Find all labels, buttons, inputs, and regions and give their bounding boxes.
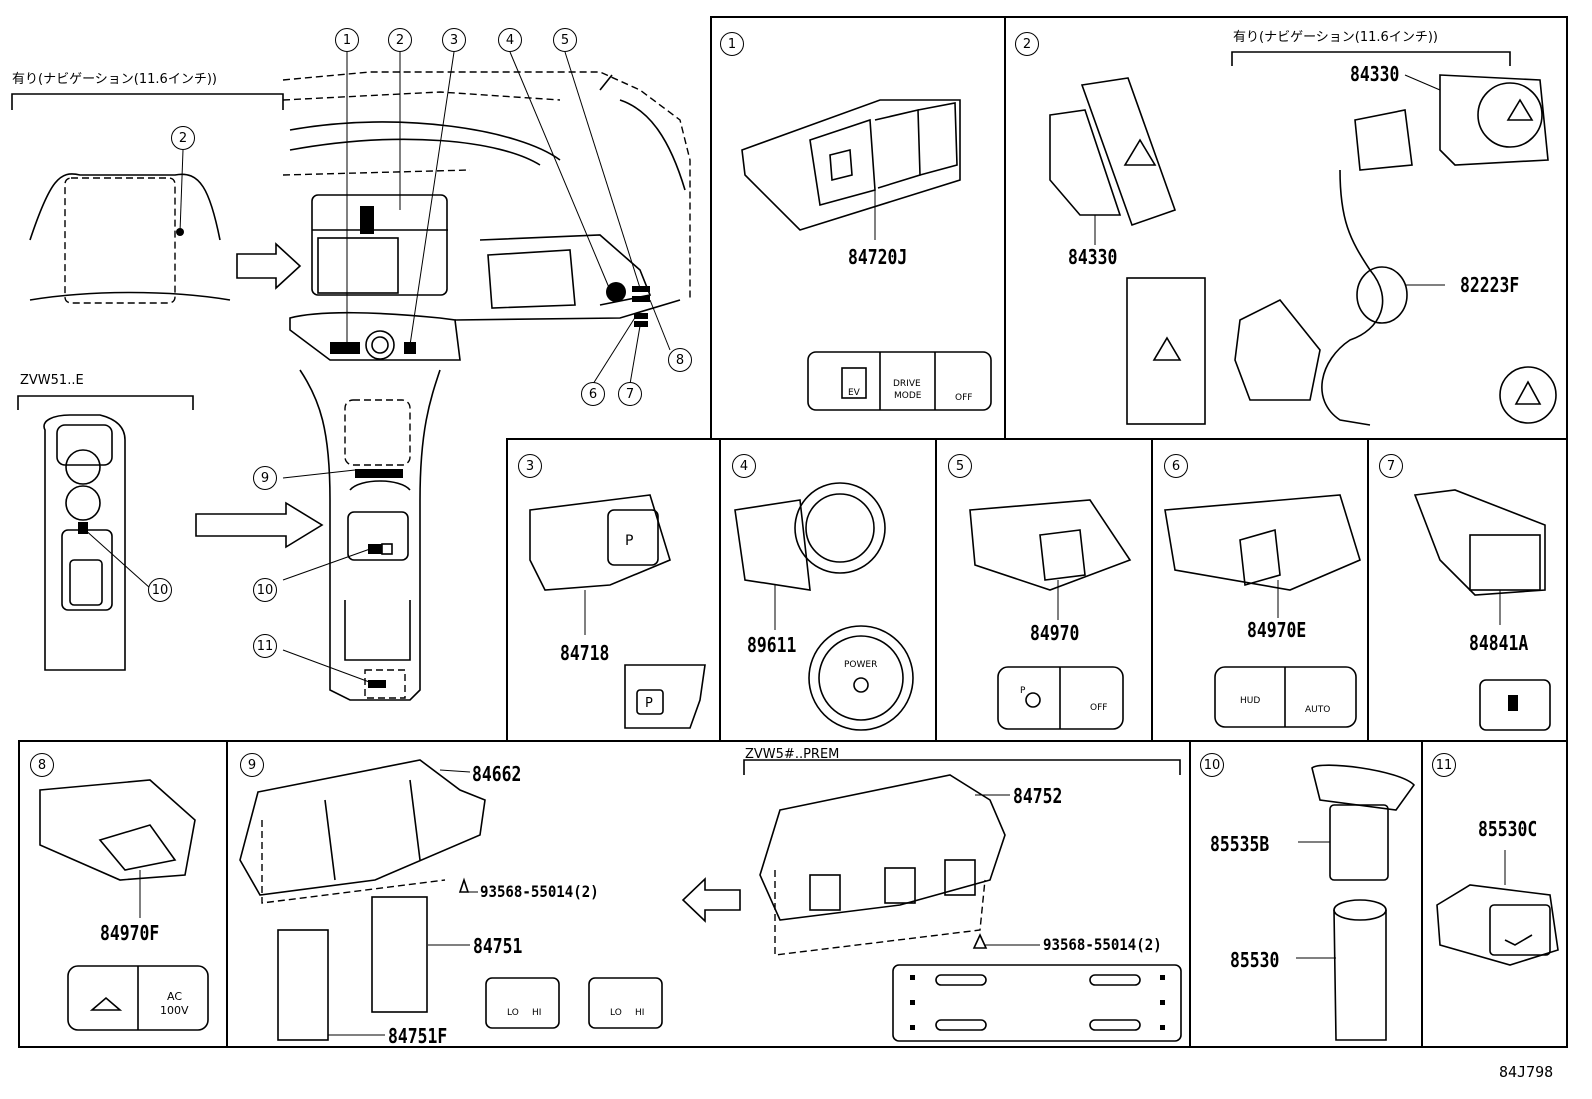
part-84841A: 84841A (1469, 631, 1529, 655)
nav-note-right: 有り(ナビゲーション(11.6インチ)) (1233, 30, 1438, 45)
panel-7-number: 7 (1379, 454, 1403, 478)
callout-2-nav: 2 (171, 126, 195, 150)
svg-text:DRIVE: DRIVE (893, 379, 921, 389)
part-84970: 84970 (1030, 621, 1080, 645)
panel-5-number: 5 (948, 454, 972, 478)
part-84752: 84752 (1013, 784, 1063, 808)
callout-2: 2 (388, 28, 412, 52)
diagram-id: 84J798 (1499, 1063, 1554, 1081)
zvw51-note: ZVW51..E (20, 373, 84, 388)
panel-11 (1421, 740, 1568, 1048)
svg-text:AC: AC (167, 990, 182, 1003)
svg-text:P: P (1020, 686, 1026, 696)
p1-ev-label: EV (848, 388, 861, 398)
svg-text:AUTO: AUTO (1305, 705, 1330, 715)
part-84970F: 84970F (100, 921, 160, 945)
panel-10-number: 10 (1200, 753, 1224, 777)
part-93568-b: 93568-55014(2) (1043, 935, 1162, 954)
callout-11: 11 (253, 634, 277, 658)
part-85535B: 85535B (1210, 832, 1270, 856)
svg-text:OFF: OFF (955, 393, 972, 403)
zvw5-prem-note: ZVW5#..PREM (745, 747, 840, 762)
part-84330-a: 84330 (1350, 62, 1400, 86)
part-84662: 84662 (472, 762, 522, 786)
callout-4: 4 (498, 28, 522, 52)
callout-10-zvw: 10 (148, 578, 172, 602)
part-85530: 85530 (1230, 948, 1280, 972)
callout-10: 10 (253, 578, 277, 602)
part-84970E: 84970E (1247, 618, 1307, 642)
svg-text:LO: LO (610, 1008, 622, 1018)
svg-text:HUD: HUD (1240, 696, 1260, 706)
callout-6: 6 (581, 382, 605, 406)
panel-11-number: 11 (1432, 753, 1456, 777)
part-84330-b: 84330 (1068, 245, 1118, 269)
nav-note-left: 有り(ナビゲーション(11.6インチ)) (12, 72, 217, 87)
svg-text:100V: 100V (160, 1004, 189, 1017)
part-93568-a: 93568-55014(2) (480, 882, 599, 901)
callout-5: 5 (553, 28, 577, 52)
callout-7: 7 (618, 382, 642, 406)
svg-text:LO: LO (507, 1008, 519, 1018)
callout-1: 1 (335, 28, 359, 52)
callout-3: 3 (442, 28, 466, 52)
svg-text:MODE: MODE (894, 391, 922, 401)
part-82223F: 82223F (1460, 273, 1520, 297)
part-84718: 84718 (560, 641, 610, 665)
panel-8-number: 8 (30, 753, 54, 777)
panel-9-number: 9 (240, 753, 264, 777)
part-85530C: 85530C (1478, 817, 1538, 841)
svg-text:HI: HI (635, 1008, 644, 1018)
svg-text:P: P (625, 533, 633, 549)
callout-9: 9 (253, 466, 277, 490)
panel-2-number: 2 (1015, 32, 1039, 56)
svg-text:OFF: OFF (1090, 703, 1107, 713)
panel-3-number: 3 (518, 454, 542, 478)
callout-8: 8 (668, 348, 692, 372)
panel-1-number: 1 (720, 32, 744, 56)
part-89611: 89611 (747, 633, 797, 657)
part-84751F: 84751F (388, 1024, 448, 1048)
panel-4-number: 4 (732, 454, 756, 478)
panel-6-number: 6 (1164, 454, 1188, 478)
svg-text:P: P (645, 696, 653, 711)
svg-text:POWER: POWER (844, 660, 877, 670)
part-84751: 84751 (473, 934, 523, 958)
svg-text:HI: HI (532, 1008, 541, 1018)
part-84720J: 84720J (848, 245, 908, 269)
